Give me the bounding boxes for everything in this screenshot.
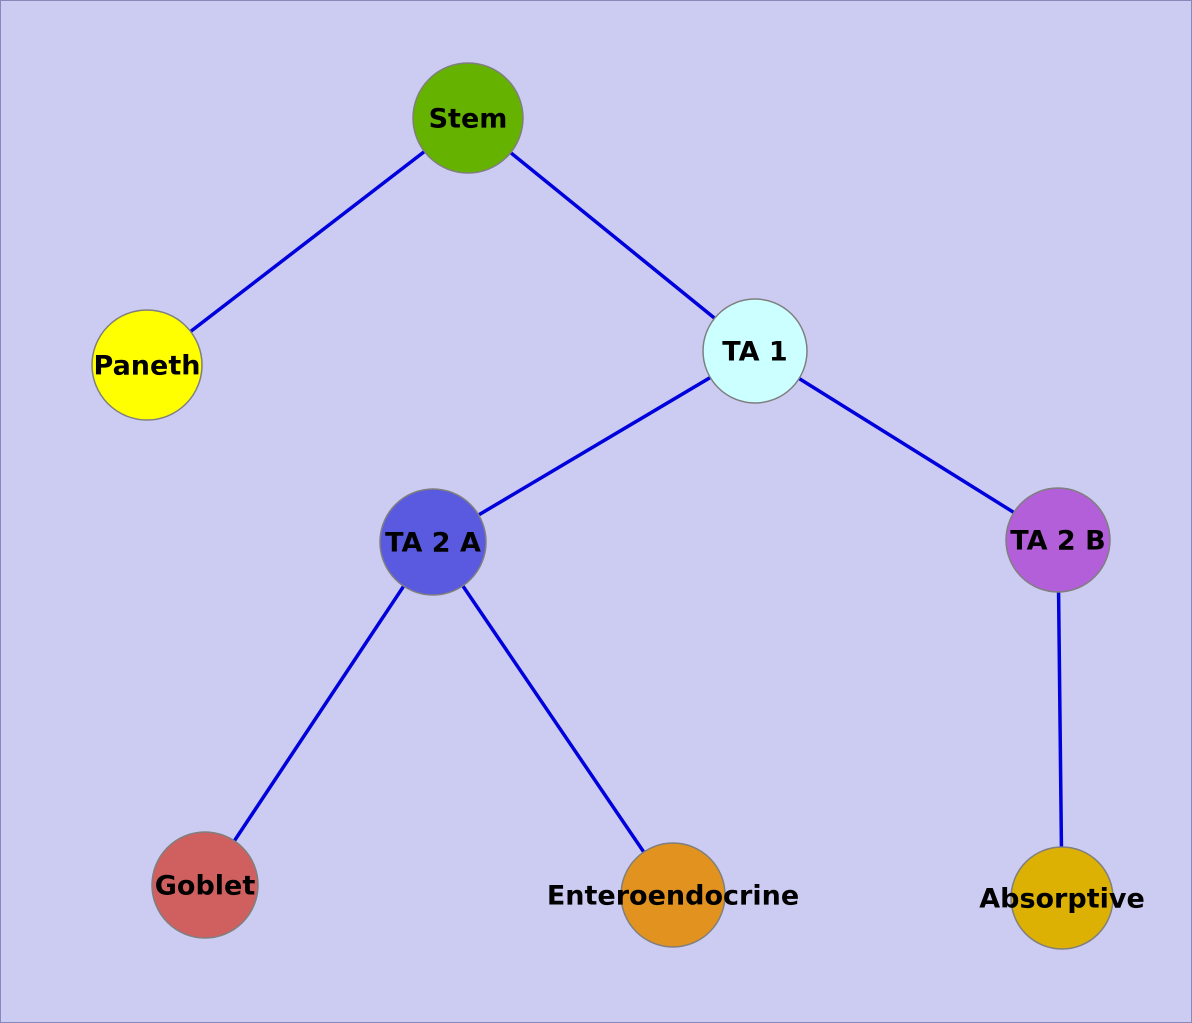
node-paneth: Paneth — [91, 309, 203, 421]
edge-ta1-ta2b — [754, 349, 1059, 542]
node-ta2a: TA 2 A — [379, 488, 487, 596]
edge-ta2a-enteroendocrine — [431, 541, 675, 896]
node-circle-enteroendocrine — [620, 842, 726, 948]
edge-ta1-ta2a — [432, 349, 756, 544]
node-circle-ta1 — [702, 298, 808, 404]
node-ta2b: TA 2 B — [1005, 487, 1111, 593]
edge-ta2a-goblet — [203, 541, 435, 886]
node-ta1: TA 1 — [702, 298, 808, 404]
node-circle-stem — [412, 62, 524, 174]
node-stem: Stem — [412, 62, 524, 174]
edge-stem-ta1 — [466, 116, 757, 353]
node-circle-goblet — [151, 831, 259, 939]
node-goblet: Goblet — [151, 831, 259, 939]
node-circle-absorptive — [1010, 846, 1114, 950]
node-circle-ta2a — [379, 488, 487, 596]
node-circle-ta2b — [1005, 487, 1111, 593]
node-circle-paneth — [91, 309, 203, 421]
edge-ta2b-absorptive — [1056, 539, 1064, 899]
edge-stem-paneth — [145, 116, 470, 367]
